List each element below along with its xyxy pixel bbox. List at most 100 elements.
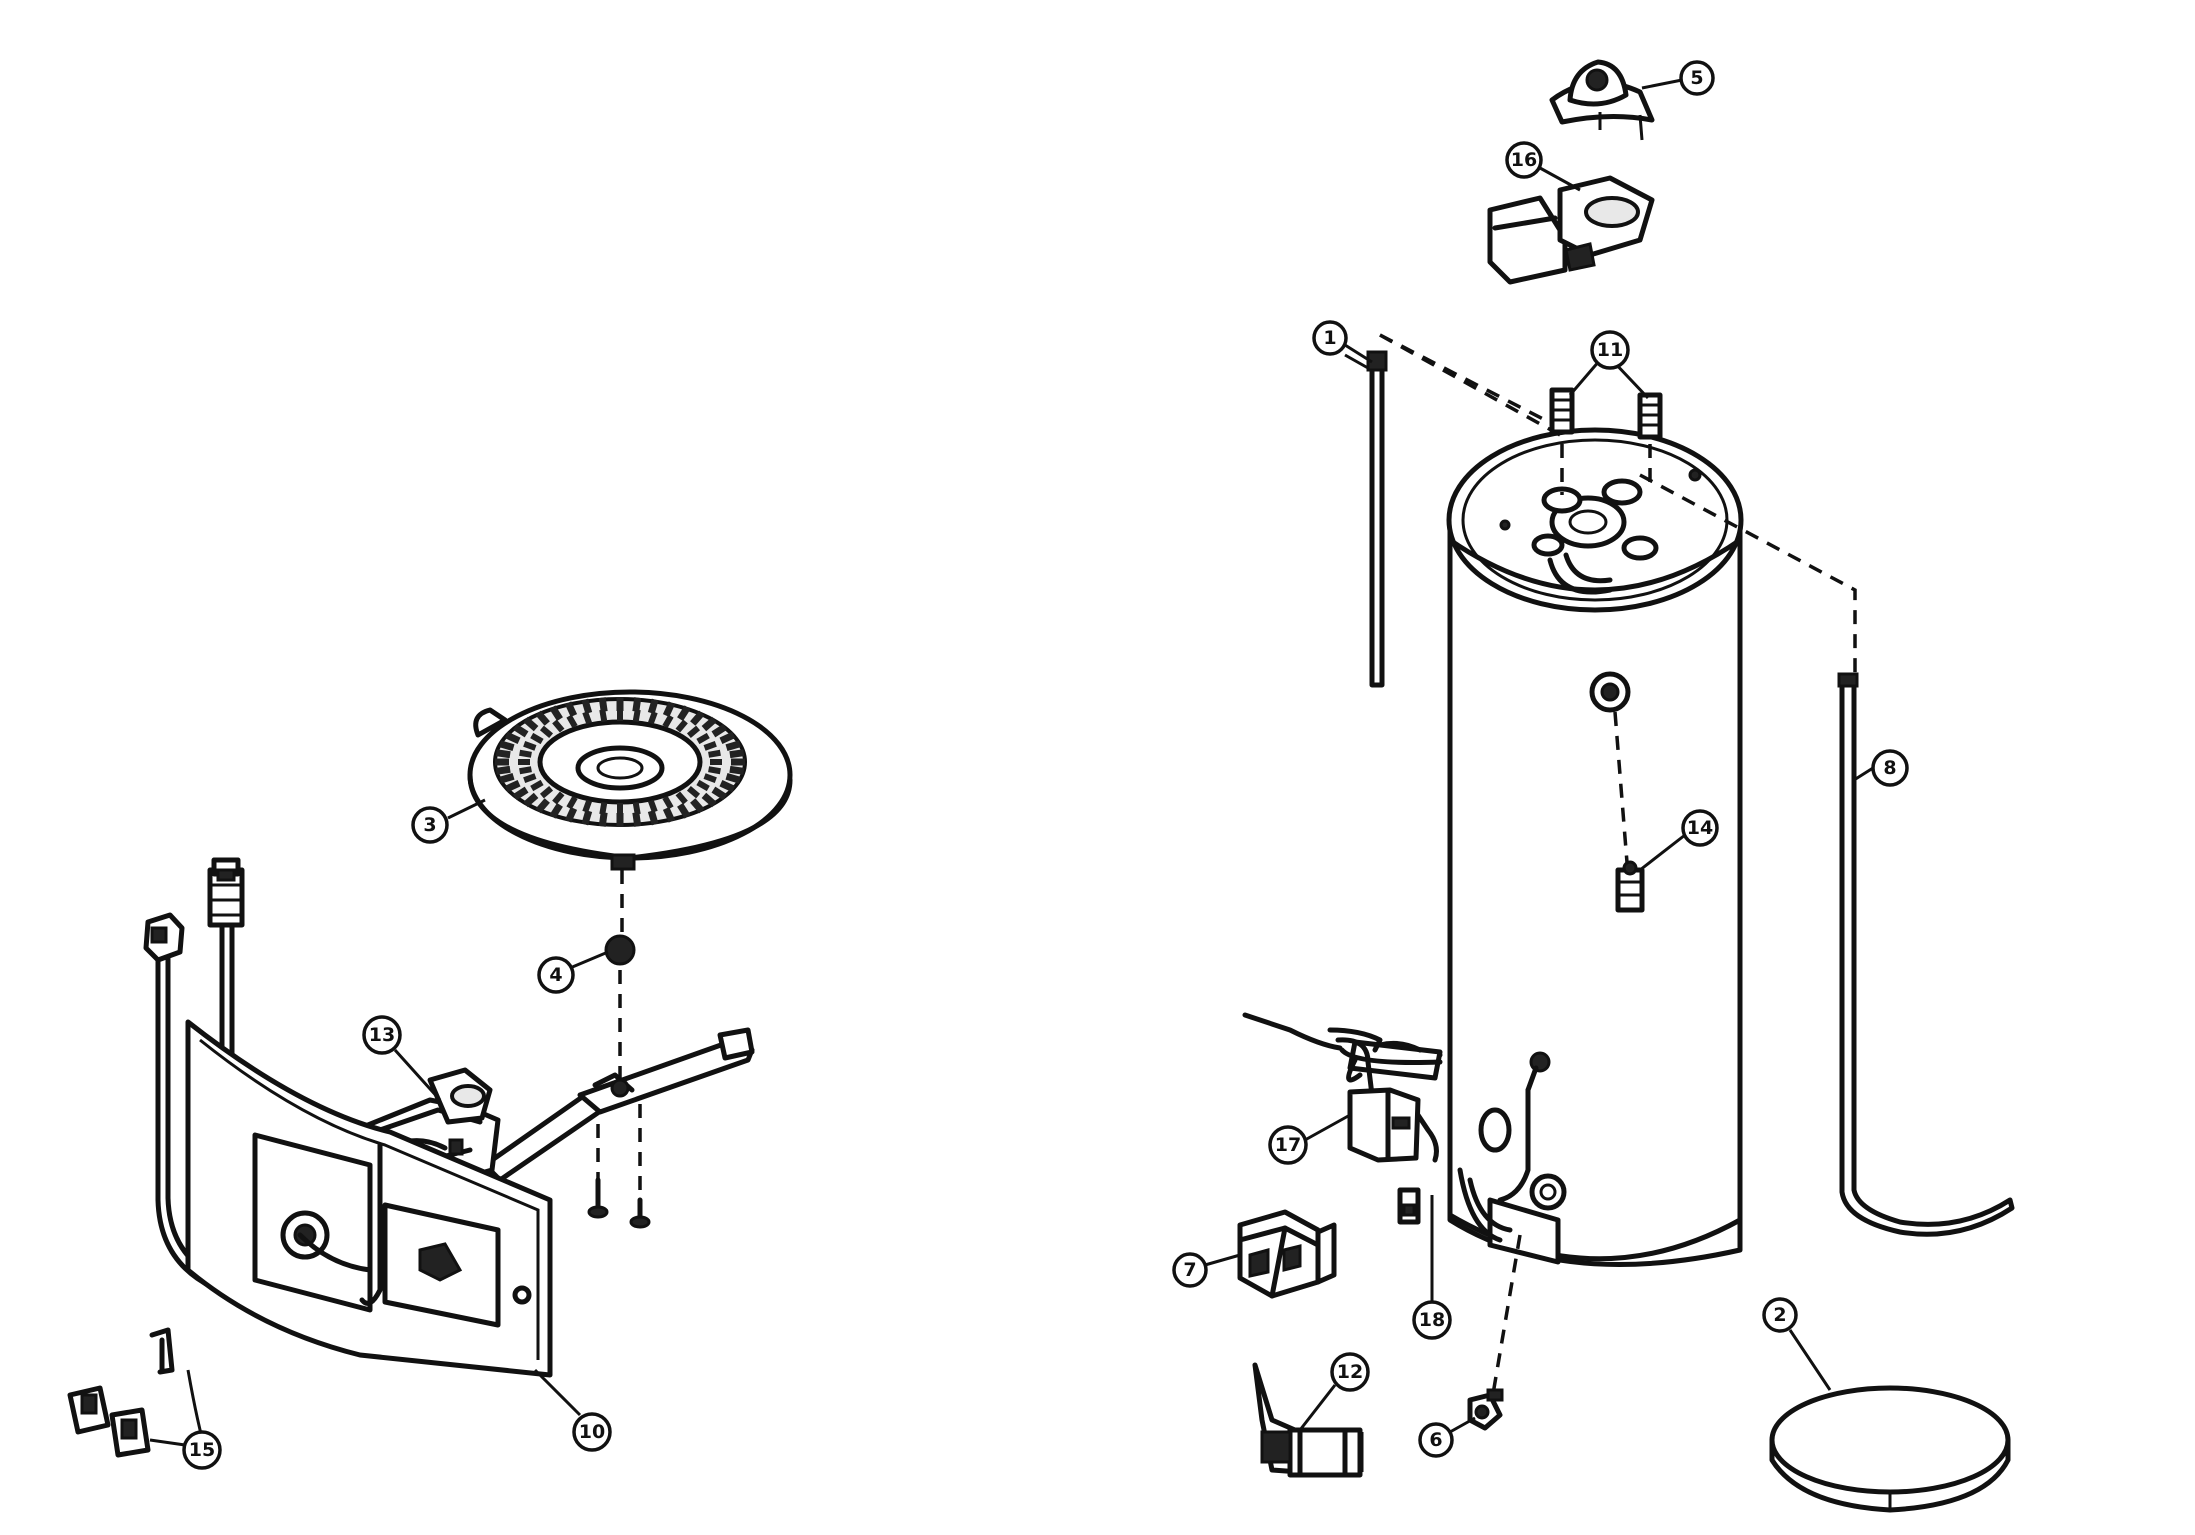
svg-text:16: 16 xyxy=(1511,149,1537,171)
water-heater-tank xyxy=(1446,427,1744,1267)
burner-port xyxy=(539,725,554,738)
part-1-anode-rod xyxy=(1344,350,1388,688)
burner-port xyxy=(701,716,717,732)
burner-port xyxy=(647,711,658,725)
callout-18: 18 xyxy=(1412,1300,1452,1340)
burner-port xyxy=(708,766,721,775)
burner-port xyxy=(495,758,509,766)
burner-port xyxy=(495,749,511,759)
callout-10: 10 xyxy=(572,1412,612,1452)
part-7-control-module xyxy=(1237,1209,1337,1299)
callout-6: 6 xyxy=(1418,1422,1454,1458)
burner-port xyxy=(616,813,624,827)
burner-port xyxy=(677,705,691,721)
svg-text:2: 2 xyxy=(1773,1304,1786,1326)
burner-port xyxy=(725,740,741,752)
burner-port xyxy=(731,758,745,766)
burner-port xyxy=(617,709,623,721)
burner-port xyxy=(675,719,688,733)
burner-port xyxy=(599,801,608,815)
callout-1: 1 xyxy=(1312,320,1348,356)
burner-port xyxy=(523,773,537,783)
svg-text:13: 13 xyxy=(369,1024,395,1046)
burner-port xyxy=(729,765,745,775)
burner-port xyxy=(581,698,593,715)
burner-port xyxy=(725,772,741,784)
svg-text:8: 8 xyxy=(1883,757,1896,779)
burner-port xyxy=(499,740,515,752)
callout-8: 8 xyxy=(1871,749,1909,787)
part-12-igniter-bracket xyxy=(1252,1362,1364,1478)
burner-port xyxy=(632,709,641,723)
part-16-flue-damper xyxy=(1487,175,1655,285)
burner-port xyxy=(647,809,659,826)
burner-port xyxy=(719,780,736,793)
callout-13: 13 xyxy=(362,1015,402,1055)
burner-port xyxy=(696,732,710,745)
burner-port xyxy=(686,786,701,799)
burner-port xyxy=(598,697,608,713)
burner-port xyxy=(647,698,659,715)
burner-port xyxy=(495,765,511,775)
part-14-drain-fitting xyxy=(1615,860,1645,913)
part-2-base-ring xyxy=(1769,1385,2011,1513)
callout-3: 3 xyxy=(411,806,449,844)
part-15-clips xyxy=(67,1327,204,1458)
burner-port xyxy=(690,798,705,814)
burner-port xyxy=(686,725,701,738)
burner-port xyxy=(701,792,717,808)
burner-port xyxy=(564,806,578,823)
callout-15: 15 xyxy=(182,1430,222,1470)
svg-text:17: 17 xyxy=(1275,1134,1301,1156)
burner-port xyxy=(696,779,710,792)
svg-text:15: 15 xyxy=(189,1439,215,1461)
burner-port xyxy=(729,749,745,759)
part-6-sensor-fitting xyxy=(1467,1388,1504,1431)
burner-port xyxy=(530,732,544,745)
burner-port xyxy=(582,799,593,813)
burner-port xyxy=(519,749,532,758)
burner-port xyxy=(512,723,529,738)
burner-port xyxy=(662,796,674,810)
burner-port xyxy=(519,766,532,775)
burner-port xyxy=(662,714,674,728)
burner-port xyxy=(616,697,624,711)
burner-port xyxy=(711,723,728,738)
burner-port xyxy=(504,780,521,793)
part-17-thermostat-wiring xyxy=(1242,1012,1443,1163)
callout-17: 17 xyxy=(1268,1125,1308,1165)
burner-port xyxy=(535,710,550,726)
burner-port xyxy=(711,786,728,801)
svg-text:10: 10 xyxy=(579,1421,605,1443)
burner-port xyxy=(566,796,578,810)
burner-port-ring xyxy=(495,697,745,827)
svg-text:4: 4 xyxy=(549,964,562,986)
part-4-orifice xyxy=(604,934,636,966)
burner-port xyxy=(549,803,563,819)
burner-port xyxy=(581,809,593,826)
burner-port xyxy=(518,759,530,765)
burner-port xyxy=(599,709,608,723)
dashed-guide-lines-left xyxy=(596,870,642,1210)
burner-port xyxy=(647,799,658,813)
svg-text:14: 14 xyxy=(1687,817,1713,839)
callout-leader-lines xyxy=(149,78,1874,1447)
burner-port xyxy=(523,716,539,732)
burner-port xyxy=(632,811,642,827)
callout-4: 4 xyxy=(537,956,575,994)
callout-2: 2 xyxy=(1762,1297,1798,1333)
burner-port xyxy=(690,710,705,726)
burner-port xyxy=(552,791,565,805)
svg-text:11: 11 xyxy=(1597,339,1623,361)
callout-14: 14 xyxy=(1681,809,1719,847)
burner-port xyxy=(535,798,550,814)
part-3-burner xyxy=(467,689,793,871)
callout-5: 5 xyxy=(1679,60,1715,96)
burner-port xyxy=(675,791,688,805)
svg-text:1: 1 xyxy=(1323,327,1336,349)
burner-port xyxy=(632,801,641,815)
burner-port xyxy=(617,803,623,815)
part-10-burner-door-assembly xyxy=(143,857,553,1378)
burner-port xyxy=(632,697,642,713)
